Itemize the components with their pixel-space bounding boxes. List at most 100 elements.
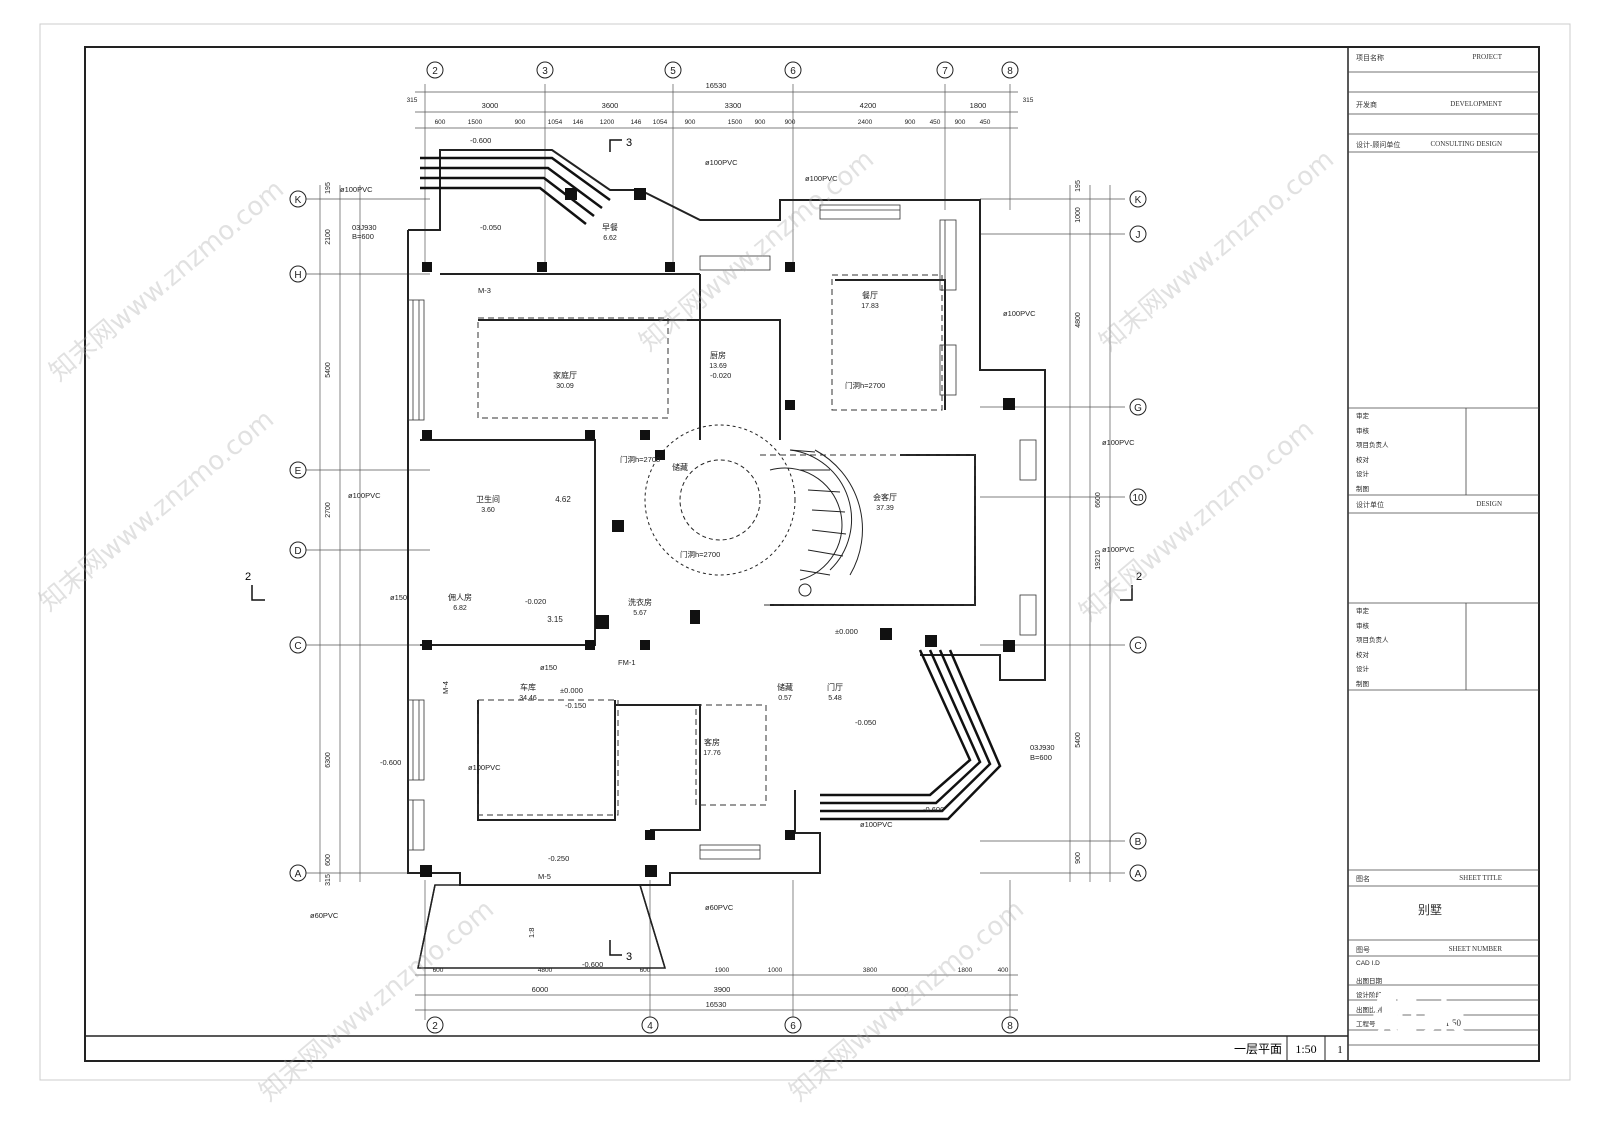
- dim-top-r2-11: 900: [785, 119, 796, 126]
- sign3-label-2: 设计阶段: [1356, 992, 1382, 999]
- grid-right-A-label: A: [1135, 869, 1142, 880]
- dim-top-r2-9: 1500: [728, 119, 743, 126]
- dim-top-r1-4: 1800: [970, 101, 987, 110]
- grid-left-A: A: [289, 864, 307, 882]
- bottom-dimension-lines: [415, 880, 1018, 1020]
- room-area-11: 34.46: [519, 695, 537, 702]
- grid-right-G-circle: [1129, 398, 1147, 416]
- room-labels: 早餐6.62餐厅17.83家庭厅30.09厨房13.69储藏会客厅37.39卫生…: [448, 223, 897, 757]
- ceiling-dashed-lines: [477, 274, 976, 816]
- grid-left-E-label: E: [295, 466, 302, 477]
- dim-right-4: 900: [1075, 852, 1082, 864]
- room-name-11: 车库: [520, 682, 536, 692]
- dim-bot-r1-5: 3800: [863, 967, 878, 974]
- grid-bottom-4: 4: [641, 1016, 659, 1034]
- tb-design-en: DESIGN: [1476, 500, 1502, 508]
- section-mark-right: 2: [1136, 571, 1142, 583]
- dim-bot-r1-7: 400: [998, 967, 1009, 974]
- left-dimension-lines: [305, 185, 430, 882]
- grid-top-2-label: 2: [432, 66, 438, 77]
- grid-right-A-circle: [1129, 864, 1147, 882]
- grid-top-3-label: 3: [542, 66, 548, 77]
- dim-bot-r1-4: 1000: [768, 967, 783, 974]
- titleblock-lines: [1348, 71, 1539, 1046]
- grid-right-G-label: G: [1134, 403, 1142, 414]
- grid-left-H-circle: [289, 265, 307, 283]
- room-name-9: 洗衣房: [628, 597, 652, 607]
- room-area-0: 6.62: [603, 235, 617, 242]
- room-area-8: 6.82: [453, 605, 467, 612]
- section-mark-top: 3: [626, 137, 632, 149]
- brand-watermark: 知末: [1372, 990, 1469, 1046]
- grid-top-3-circle: [536, 61, 554, 79]
- grid-right-G: G: [1129, 398, 1147, 416]
- dim-top-r2-13: 900: [905, 119, 916, 126]
- grid-left-A-label: A: [295, 869, 302, 880]
- dim-top-r1-2: 3300: [725, 101, 742, 110]
- dim-left-1: 2100: [325, 229, 332, 245]
- grid-top-6-circle: [784, 61, 802, 79]
- grid-left-K-circle: [289, 190, 307, 208]
- sign1-row-4: 设计: [1352, 466, 1508, 480]
- elev-5: -0.050: [480, 223, 501, 232]
- sign1-label-1: 审核: [1356, 427, 1369, 435]
- grid-bottom-2: 2: [426, 1016, 444, 1034]
- dim-bot-r1-6: 1800: [958, 967, 973, 974]
- sign2-row-2: 项目负责人: [1352, 632, 1508, 646]
- sign2-row-4: 设计: [1352, 661, 1508, 675]
- grid-bottom-4-circle: [641, 1016, 659, 1034]
- grid-top-8-circle: [1001, 61, 1019, 79]
- room-area-3: 13.69: [709, 363, 727, 370]
- dim-top-r2-16: 450: [980, 119, 991, 126]
- dim-right-5: 195: [1075, 180, 1082, 192]
- section-marks: [251, 139, 1133, 956]
- std-ref-2: 03J930: [352, 223, 377, 232]
- door-height-3: 门洞h=2700: [680, 550, 720, 559]
- sign3-label-1: 出图日期: [1356, 977, 1382, 985]
- dim-right-1: 4800: [1075, 312, 1082, 328]
- grid-right-K: K: [1129, 190, 1147, 208]
- room-name-7: 4.62: [555, 495, 571, 504]
- grid-top-7-label: 7: [942, 66, 948, 77]
- elev-10: ±0.000: [560, 686, 583, 695]
- sign1-label-0: 审定: [1356, 413, 1369, 420]
- door-m4: M-4: [441, 681, 450, 694]
- tb-scale: 1:50: [1445, 1018, 1485, 1028]
- tb-sheet-no-cn: 图号: [1356, 946, 1370, 954]
- grid-top-2: 2: [426, 61, 444, 79]
- sign3-row-2: 设计阶段: [1352, 987, 1508, 1001]
- room-name-4: 储藏: [672, 462, 688, 472]
- pvc-note-13: ø150: [540, 663, 557, 672]
- sign1-row-1: 审核: [1352, 423, 1508, 437]
- sign3-row-1: 出图日期: [1352, 973, 1508, 987]
- std-ref-b2: B=600: [352, 232, 374, 241]
- sign3-row-4: 工程号: [1352, 1016, 1508, 1030]
- grid-right-C-circle: [1129, 636, 1147, 654]
- pvc-note-6: ø100PVC: [1102, 545, 1135, 554]
- grid-bottom-2-circle: [426, 1016, 444, 1034]
- dim-left-5: 600: [325, 854, 332, 866]
- grid-bottom-8-label: 8: [1007, 1021, 1013, 1032]
- grid-top-5-circle: [664, 61, 682, 79]
- room-name-12: 客房: [704, 737, 720, 747]
- grid-top-6: 6: [784, 61, 802, 79]
- grid-right-J: J: [1129, 225, 1147, 243]
- grid-right-C: C: [1129, 636, 1147, 654]
- tb-dev-en: DEVELOPMENT: [1450, 100, 1502, 108]
- sign2-label-2: 项目负责人: [1356, 637, 1389, 644]
- dim-top-r1-1: 3600: [602, 101, 619, 110]
- grid-top-8: 8: [1001, 61, 1019, 79]
- dim-right-2: 6600: [1095, 492, 1102, 508]
- grid-top-8-label: 8: [1007, 66, 1013, 77]
- sign3-label-3: 出图比例: [1356, 1006, 1382, 1014]
- pvc-note-4: ø100PVC: [1003, 309, 1036, 318]
- windows: [407, 204, 1037, 860]
- room-name-8: 佣人房: [448, 592, 472, 602]
- room-area-9: 5.67: [633, 610, 647, 617]
- sign2-row-1: 审核: [1352, 618, 1508, 632]
- grid-top-6-label: 6: [790, 66, 796, 77]
- sign2-label-3: 校对: [1356, 651, 1369, 659]
- sign1-row-3: 校对: [1352, 452, 1508, 466]
